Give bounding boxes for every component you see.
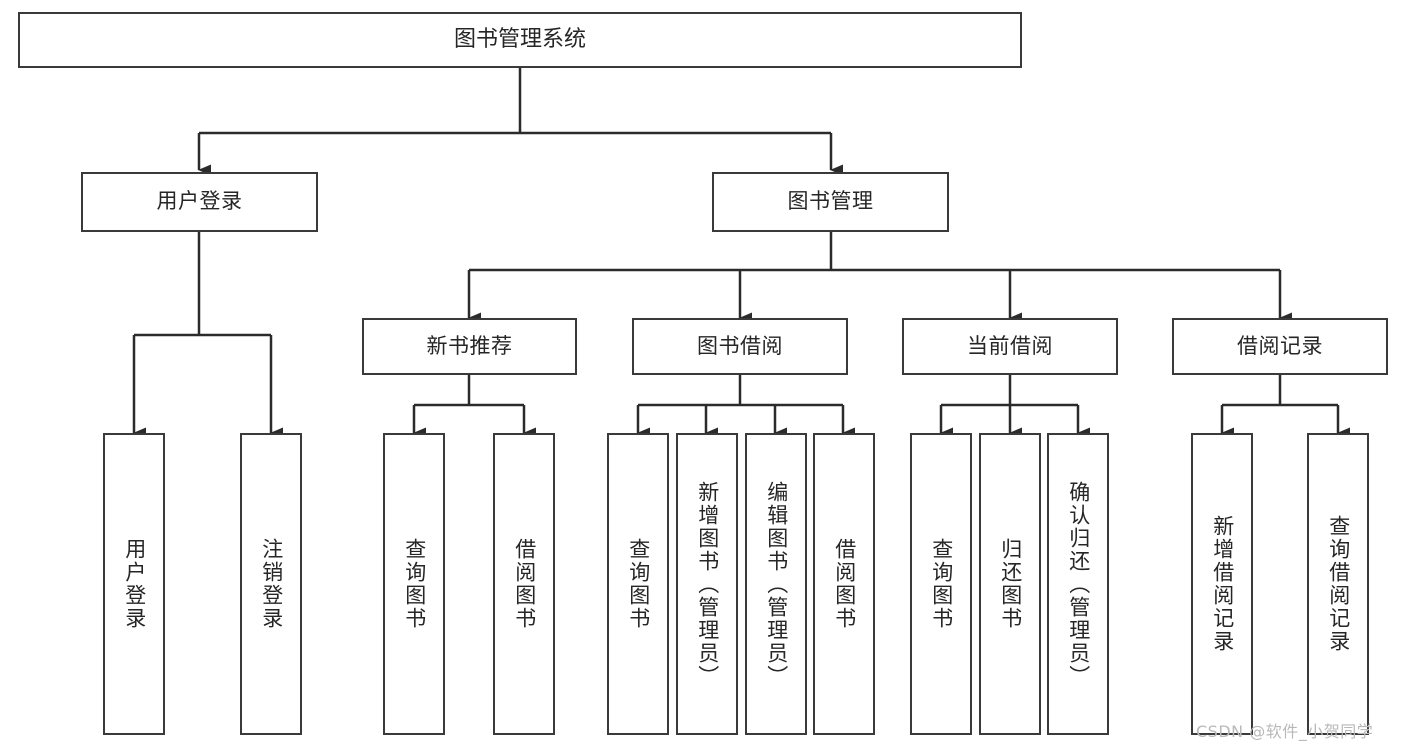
node-label: 用户登录: [156, 189, 243, 214]
node-label: 新书推荐: [426, 333, 513, 358]
node-label: 归还图书: [998, 538, 1023, 630]
node-label: 图书管理系统: [453, 26, 586, 52]
node-label: 借阅记录: [1237, 333, 1323, 358]
node-label: 查询借阅记录: [1326, 515, 1351, 653]
node-root-system[interactable]: 图书管理系统: [18, 12, 1022, 68]
node-label: 借阅图书: [512, 538, 537, 630]
node-leaf-query-book-1[interactable]: 查询图书: [383, 433, 445, 735]
node-leaf-user-logout[interactable]: 注销登录: [240, 433, 302, 735]
node-label: 查询图书: [402, 538, 427, 630]
node-leaf-query-record[interactable]: 查询借阅记录: [1307, 433, 1369, 735]
node-leaf-query-book-2[interactable]: 查询图书: [607, 433, 669, 735]
node-label: 新增借阅记录: [1210, 515, 1235, 653]
node-new-book-rec[interactable]: 新书推荐: [362, 318, 577, 375]
node-leaf-borrow-book-2[interactable]: 借阅图书: [813, 433, 875, 735]
node-leaf-add-book[interactable]: 新增图书（管理员）: [676, 433, 738, 735]
node-label: 查询图书: [929, 538, 954, 630]
node-leaf-add-record[interactable]: 新增借阅记录: [1191, 433, 1253, 735]
node-label: 用户登录: [122, 538, 147, 630]
node-leaf-confirm-return[interactable]: 确认归还（管理员）: [1047, 433, 1109, 735]
node-label: 注销登录: [259, 538, 284, 630]
node-label: 借阅图书: [832, 538, 857, 630]
node-label: 图书借阅: [697, 333, 783, 358]
node-leaf-edit-book[interactable]: 编辑图书（管理员）: [745, 433, 807, 735]
node-leaf-borrow-book-1[interactable]: 借阅图书: [493, 433, 555, 735]
csdn-watermark: CSDN @软件_小贺同学: [1196, 722, 1374, 741]
node-current-borrow[interactable]: 当前借阅: [902, 318, 1118, 375]
node-book-manage[interactable]: 图书管理: [712, 172, 949, 232]
node-label: 图书管理: [787, 189, 874, 214]
node-leaf-query-book-3[interactable]: 查询图书: [910, 433, 972, 735]
node-label: 新增图书（管理员）: [695, 480, 720, 688]
node-label: 确认归还（管理员）: [1066, 480, 1091, 688]
node-leaf-user-login[interactable]: 用户登录: [103, 433, 165, 735]
node-label: 编辑图书（管理员）: [764, 480, 789, 688]
node-label: 当前借阅: [967, 333, 1053, 358]
node-label: 查询图书: [626, 538, 651, 630]
node-leaf-return-book[interactable]: 归还图书: [979, 433, 1041, 735]
node-user-login[interactable]: 用户登录: [81, 172, 318, 232]
node-borrow-record[interactable]: 借阅记录: [1172, 318, 1388, 375]
node-book-borrow[interactable]: 图书借阅: [632, 318, 848, 375]
